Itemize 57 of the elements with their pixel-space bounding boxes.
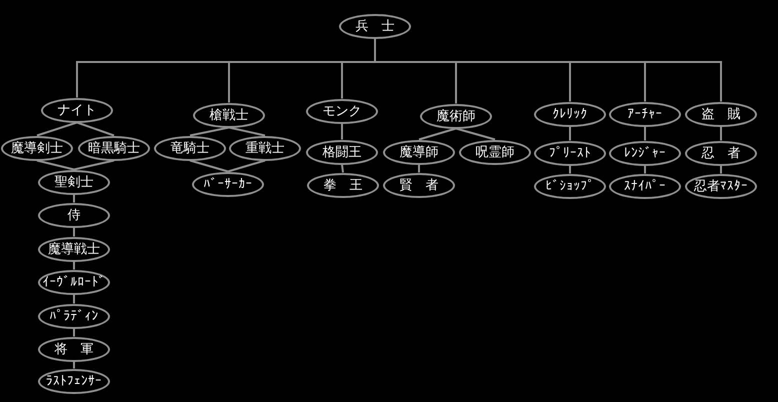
class-name: 侍 bbox=[68, 208, 80, 222]
class-name: ﾗｽﾄﾌｪﾝｻｰ bbox=[46, 374, 102, 388]
class-name: 盗 賊 bbox=[702, 106, 740, 122]
class-name: ﾋﾞｼｮｯﾌﾟ bbox=[546, 178, 594, 194]
connector-line bbox=[73, 328, 75, 336]
class-name: ｲｰｳﾞﾙﾛｰﾄﾞ bbox=[42, 274, 106, 290]
connector-line bbox=[720, 166, 722, 174]
connector-line bbox=[341, 164, 344, 173]
connector-line bbox=[73, 228, 75, 236]
connector-line bbox=[74, 160, 114, 170]
class-name: 聖剣士 bbox=[54, 174, 94, 190]
connector-line bbox=[73, 262, 75, 270]
class-name: 拳 王 bbox=[324, 178, 362, 192]
class-name: ナイト bbox=[58, 102, 96, 118]
connector-line bbox=[456, 128, 496, 140]
class-name: 重戦士 bbox=[246, 140, 284, 156]
class-name: 竜騎士 bbox=[170, 140, 210, 156]
connector-line bbox=[418, 128, 456, 140]
connector-line bbox=[644, 126, 646, 140]
class-name: ﾊﾟﾗﾃﾞｨﾝ bbox=[50, 308, 98, 324]
connector-line bbox=[374, 38, 722, 102]
connector-line bbox=[73, 194, 75, 202]
class-name: 魔術師 bbox=[436, 108, 476, 124]
class-name: ﾚﾝｼﾞｬｰ bbox=[624, 146, 666, 160]
class-name: 魔導戦士 bbox=[48, 242, 100, 256]
connector-line bbox=[418, 164, 420, 172]
connector-line bbox=[36, 122, 78, 136]
connector-line bbox=[569, 126, 571, 140]
connector-line bbox=[190, 160, 228, 172]
connector-line bbox=[228, 126, 266, 136]
class-name: モンク bbox=[322, 104, 362, 118]
class-name: 兵 士 bbox=[356, 18, 394, 34]
connector-line bbox=[720, 126, 722, 140]
class-name: 将 軍 bbox=[54, 342, 94, 356]
connector-line bbox=[76, 122, 114, 136]
class-name: 魔導剣士 bbox=[11, 140, 63, 156]
connector-line bbox=[644, 166, 646, 174]
connector-line bbox=[341, 124, 343, 140]
class-name: ﾊﾞｰｻｰｶｰ bbox=[204, 176, 252, 192]
connector-line bbox=[73, 362, 75, 368]
class-name: 暗黒騎士 bbox=[88, 140, 140, 156]
class-name: 槍戦士 bbox=[210, 108, 248, 122]
class-name: 魔導師 bbox=[400, 144, 438, 160]
class-name: 忍 者 bbox=[702, 146, 740, 160]
class-name: 格闘王 bbox=[322, 144, 362, 160]
connector-line bbox=[36, 160, 74, 170]
class-name: ｸﾚﾘｯｸ bbox=[552, 106, 588, 122]
connector-line bbox=[569, 166, 571, 174]
connector-line bbox=[73, 294, 75, 304]
class-name: ﾌﾟﾘｰｽﾄ bbox=[549, 146, 591, 160]
class-name: ｱｰﾁｬｰ bbox=[628, 106, 662, 122]
class-name: ｽﾅｲﾊﾟｰ bbox=[624, 178, 666, 194]
class-name: 賢 者 bbox=[400, 178, 438, 192]
connector-line bbox=[228, 160, 266, 172]
class-name: 忍者ﾏｽﾀｰ bbox=[694, 178, 748, 194]
class-name: 呪霊師 bbox=[476, 144, 514, 160]
connector-line bbox=[190, 126, 230, 136]
